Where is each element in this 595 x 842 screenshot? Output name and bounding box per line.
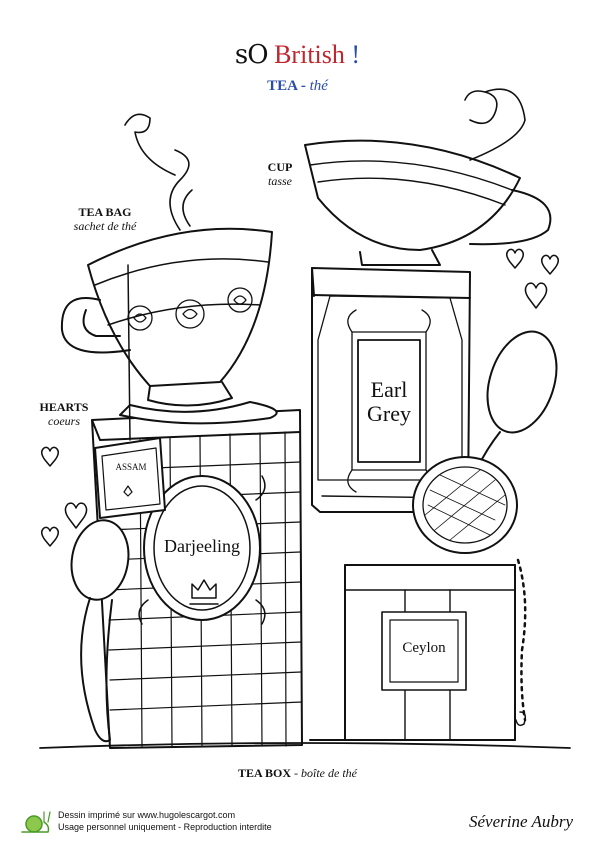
snail-logo-icon — [21, 811, 51, 833]
footer-usage-notice: Usage personnel uniquement - Reproductio… — [58, 822, 272, 832]
ground-line — [39, 742, 571, 749]
page-title: sO British ! — [0, 40, 595, 70]
title-british: British — [274, 40, 345, 69]
earl-grey-tea-box — [311, 267, 471, 513]
earl-grey-label: Earl Grey — [358, 378, 420, 426]
label-cup: CUP tasse — [250, 160, 310, 188]
label-tea-bag-fr: sachet de thé — [73, 219, 137, 233]
label-tea-box-fr: boîte de thé — [301, 766, 357, 780]
label-tea-bag-en: TEA BAG — [78, 205, 132, 219]
label-cup-en: CUP — [267, 160, 293, 174]
label-hearts-fr: coeurs — [48, 414, 80, 428]
page-subtitle: TEA - thé — [0, 78, 595, 95]
label-tea-box-sep: - — [291, 766, 302, 780]
cup — [304, 88, 552, 266]
subtitle-english: TEA — [267, 78, 298, 94]
ceylon-label: Ceylon — [402, 640, 446, 656]
title-so: sO — [234, 40, 269, 70]
artist-signature: Séverine Aubry — [468, 812, 573, 831]
label-tea-bag: TEA BAG sachet de thé — [50, 205, 160, 233]
heart-icon — [41, 248, 559, 547]
earl-grey-line1: Earl — [370, 377, 408, 402]
footer-website-notice: Dessin imprimé sur www.hugolescargot.com — [58, 810, 236, 820]
title-exclamation: ! — [351, 40, 361, 69]
spoon-icon — [70, 519, 130, 743]
tea-strainer-icon — [412, 456, 527, 727]
earl-grey-line2: Grey — [367, 401, 411, 426]
label-hearts: HEARTS coeurs — [30, 400, 98, 428]
assam-label: ASSAM — [115, 462, 147, 472]
ceylon-tea-box — [309, 564, 516, 741]
subtitle-separator: - — [297, 78, 310, 94]
label-cup-fr: tasse — [268, 174, 292, 188]
tea-bag — [94, 264, 166, 519]
crown-icon — [189, 579, 219, 605]
label-tea-box-en: TEA BOX — [238, 766, 292, 780]
darjeeling-label: Darjeeling — [164, 536, 240, 556]
rose-teacup — [60, 113, 278, 425]
label-hearts-en: HEARTS — [39, 400, 89, 414]
subtitle-french: thé — [309, 78, 328, 94]
label-tea-box: TEA BOX - boîte de thé — [0, 766, 595, 781]
